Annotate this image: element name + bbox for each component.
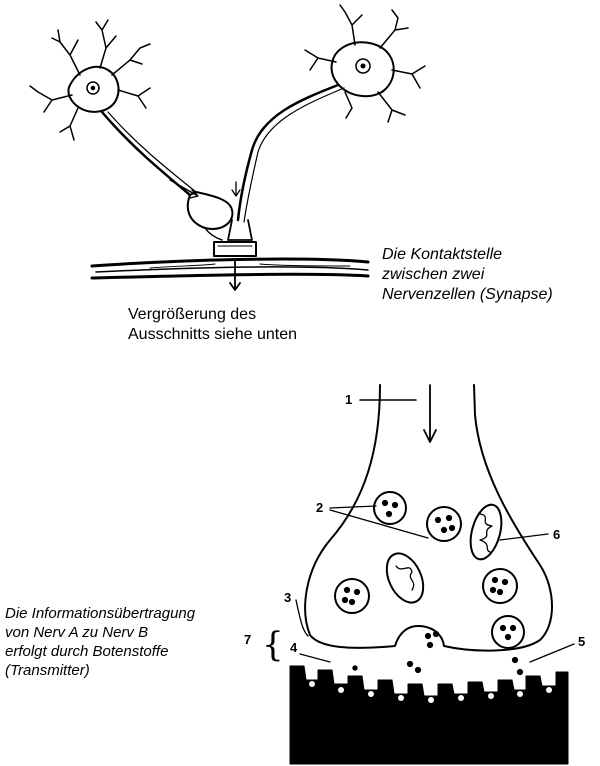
synapse-caption-line: Die Kontaktstelle (382, 246, 503, 263)
right-neuron (227, 4, 426, 241)
enlargement-arrow (229, 259, 241, 291)
enlargement-caption-line: Vergrößerung des (128, 306, 257, 323)
synapse-caption-line: zwischen zwei (382, 266, 485, 283)
enlargement-caption: Vergrößerung des Ausschnitts siehe unten (128, 305, 297, 345)
label-3: 3 (284, 590, 292, 605)
transmitter-molecules (352, 656, 524, 676)
enlargement-caption-line: Ausschnitts siehe unten (128, 326, 297, 343)
transmission-caption: Die Informationsübertragung von Nerv A z… (5, 604, 195, 680)
label-5: 5 (578, 634, 586, 649)
synapse-junction (213, 241, 257, 257)
label-7: 7 (244, 632, 252, 647)
synapse-caption-line: Nervenzellen (Synapse) (382, 286, 553, 303)
transmission-caption-line: erfolgt durch Botenstoffe (5, 643, 169, 660)
transmission-caption-line: (Transmitter) (5, 662, 90, 679)
synaptic-vesicles (334, 491, 525, 649)
postsynaptic-membrane (289, 665, 569, 765)
transmission-caption-line: Die Informationsübertragung (5, 605, 196, 622)
transmission-caption-line: von Nerv A zu Nerv B (5, 624, 149, 641)
left-neuron (29, 19, 234, 241)
label-2: 2 (316, 500, 324, 515)
mitochondria (385, 503, 503, 604)
signal-arrow (423, 384, 437, 443)
label-4: 4 (290, 640, 298, 655)
label-6: 6 (553, 527, 561, 542)
synapse-caption: Die Kontaktstelle zwischen zwei Nervenze… (382, 245, 553, 305)
label-1: 1 (345, 392, 353, 407)
target-nerve-fiber (90, 257, 370, 280)
axon-terminal-membrane (304, 384, 553, 652)
receptor-sites (309, 681, 552, 703)
brace-synaptic-cleft: { (262, 625, 284, 665)
